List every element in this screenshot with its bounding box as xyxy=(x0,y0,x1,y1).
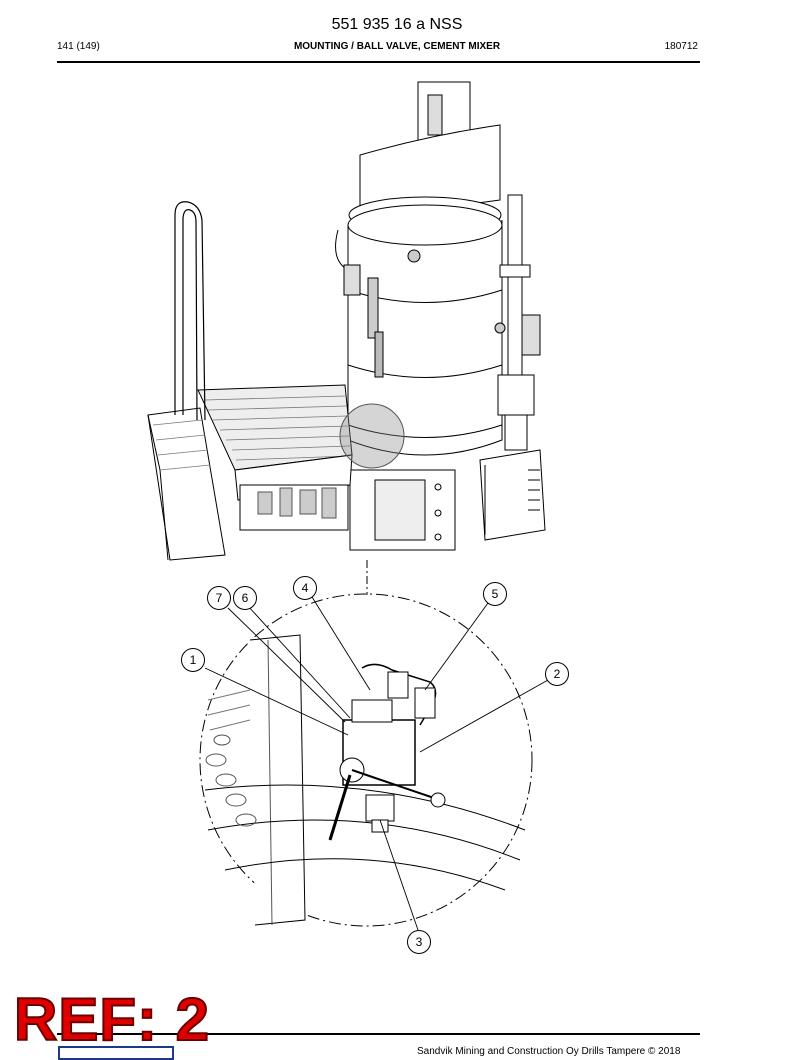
detail-view xyxy=(204,634,526,926)
callout-7: 7 xyxy=(207,586,231,610)
footer-rule xyxy=(57,1033,700,1035)
ref-stamp: REF: 2 xyxy=(13,985,211,1054)
callout-2: 2 xyxy=(545,662,569,686)
callout-1: 1 xyxy=(181,648,205,672)
left-fittings xyxy=(343,264,384,378)
callout-6: 6 xyxy=(233,586,257,610)
header-rule xyxy=(57,61,700,63)
document-number: 551 935 16 a NSS xyxy=(331,16,463,33)
mixer-drum xyxy=(335,204,506,456)
callout-leaders xyxy=(204,596,549,931)
handrail xyxy=(174,201,206,421)
callout-4: 4 xyxy=(293,576,317,600)
callout-3: 3 xyxy=(407,930,431,954)
page-number: 141 (149) xyxy=(57,41,100,52)
detail-highlight xyxy=(339,403,405,469)
date-code: 180712 xyxy=(664,41,698,52)
mounting-plate xyxy=(349,469,456,551)
callout-5: 5 xyxy=(483,582,507,606)
right-pipe xyxy=(497,194,541,451)
detail-circle xyxy=(199,593,533,927)
battery-box xyxy=(479,449,546,541)
platform xyxy=(147,384,353,561)
section-title: MOUNTING / BALL VALVE, CEMENT MIXER xyxy=(293,41,501,52)
footer-copyright: Sandvik Mining and Construction Oy Drill… xyxy=(417,1046,681,1057)
